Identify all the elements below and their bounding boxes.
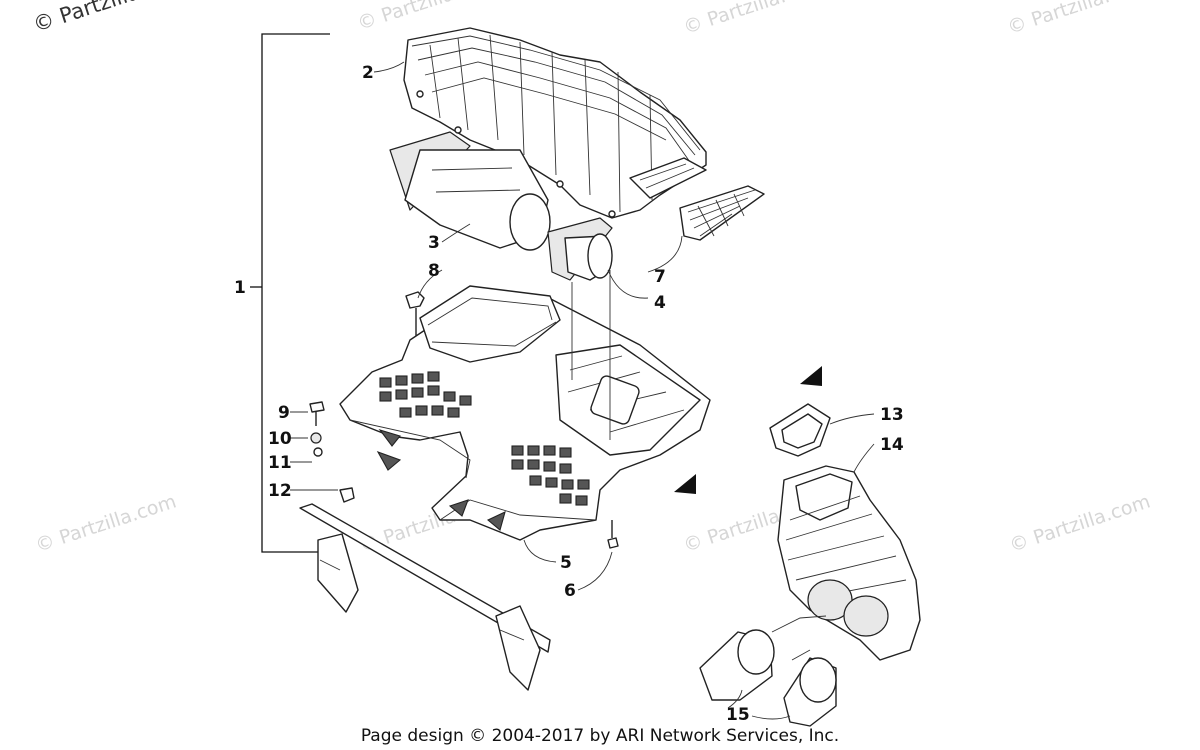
- frame-member: [299, 503, 551, 691]
- airbox-base: [339, 285, 711, 541]
- callout-14: 14: [880, 435, 904, 455]
- callout-8: 8: [428, 261, 440, 281]
- callout-6: 6: [564, 581, 576, 601]
- watermark-top-left: © Partzilla.com: [30, 0, 192, 37]
- part-14-boot: [777, 465, 921, 661]
- watermark-bottom-1: © Partzilla.com: [33, 491, 179, 557]
- base-grid-right: [511, 445, 590, 506]
- watermark-bottom-4: © Partzilla.com: [1007, 491, 1153, 557]
- direction-arrow-1: [800, 366, 822, 386]
- part-7-screen: [679, 185, 765, 241]
- callout-13: 13: [880, 405, 904, 425]
- callout-4: 4: [654, 293, 666, 313]
- footer-copyright: Page design © 2004-2017 by ARI Network S…: [361, 726, 839, 746]
- hardware-9-12: [309, 401, 355, 503]
- watermark-top-4: © Partzilla.com: [1005, 0, 1151, 39]
- callout-11: 11: [268, 453, 292, 473]
- assembly-bracket: [250, 33, 330, 553]
- part-6-fastener: [607, 520, 619, 549]
- callout-9: 9: [278, 403, 290, 423]
- callout-labels: 1 2 3 4 5 6 7 8 9 10 11 12 13 14 15: [234, 63, 904, 725]
- part-4-tube: [547, 217, 613, 281]
- watermark-top-3: © Partzilla.com: [681, 0, 827, 39]
- callout-1: 1: [234, 278, 246, 298]
- part-2-intake-housing: [403, 27, 707, 219]
- part-13-clamp: [769, 403, 831, 457]
- callout-3: 3: [428, 233, 440, 253]
- callout-12: 12: [268, 481, 292, 501]
- callout-2: 2: [362, 63, 374, 83]
- base-grid-left: [379, 371, 472, 418]
- callout-7: 7: [654, 267, 666, 287]
- part-3-filter: [389, 131, 551, 251]
- callout-5: 5: [560, 553, 572, 573]
- callout-10: 10: [268, 429, 292, 449]
- part-15-tubes: [699, 615, 837, 727]
- callout-15: 15: [726, 705, 750, 725]
- leader-lines: [290, 61, 875, 720]
- direction-arrow-2: [674, 474, 696, 494]
